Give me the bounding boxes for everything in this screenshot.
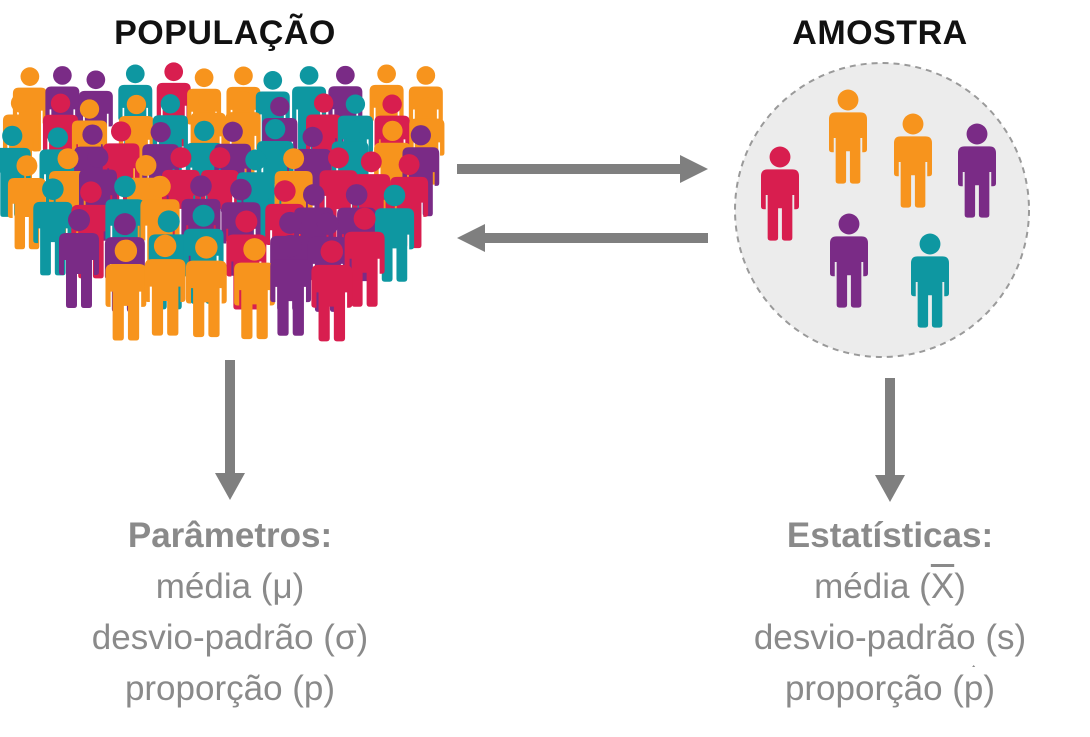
statistics-heading: Estatísticas: (786, 516, 994, 555)
stat-mean-prefix: média ( (814, 567, 931, 606)
people-crowd-icon (0, 62, 445, 342)
stat-proportion-symbol: p (964, 663, 983, 714)
parameters-heading: Parâmetros: (127, 516, 333, 555)
stat-proportion-suffix: ) (983, 669, 996, 708)
stat-proportion-prefix: proporção ( (784, 669, 964, 708)
arrow-down-sample-icon (875, 378, 905, 502)
stat-mean-suffix: ) (954, 567, 966, 606)
sample-title: AMOSTRA (792, 14, 968, 52)
stat-mean-symbol: X (930, 567, 955, 606)
param-proportion: proporção (p) (124, 669, 336, 708)
population-title: POPULAÇÃO (114, 14, 336, 52)
stat-std: desvio-padrão (s) (753, 618, 1027, 657)
param-std: desvio-padrão (σ) (91, 618, 369, 657)
arrow-right-icon (457, 155, 708, 183)
parameters-block: Parâmetros: média (μ) desvio-padrão (σ) … (40, 510, 420, 714)
stat-mean: média (X) (700, 561, 1080, 612)
arrow-left-icon (457, 224, 708, 252)
statistics-block: Estatísticas: média (X) desvio-padrão (s… (700, 510, 1080, 714)
stat-proportion: proporção (p) (700, 663, 1080, 714)
arrow-down-population-icon (215, 360, 245, 500)
param-mean: média (μ) (155, 567, 305, 606)
sample-circle (734, 62, 1030, 358)
